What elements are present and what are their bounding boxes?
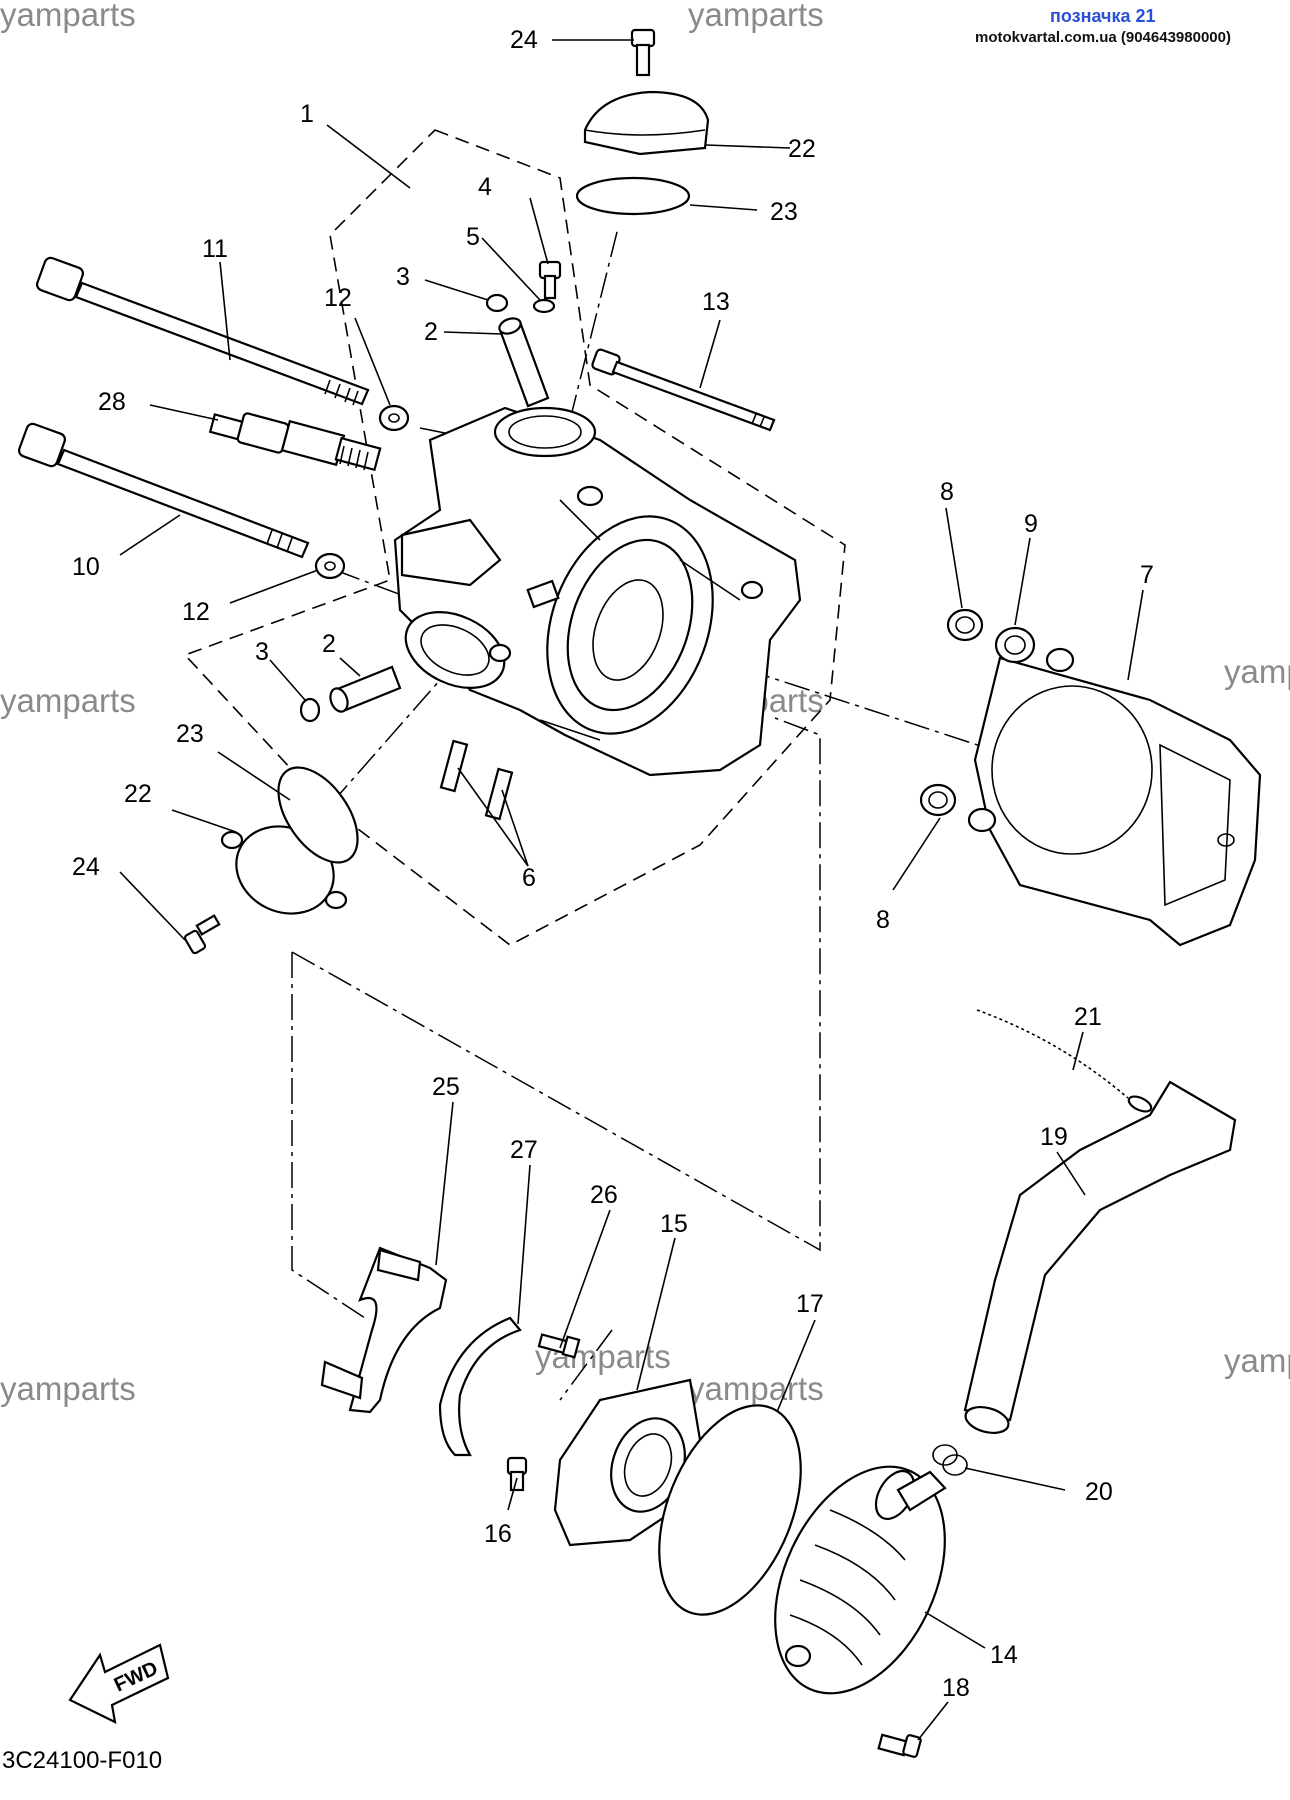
callout-label: 5: [466, 223, 480, 251]
circlip-27: [438, 1316, 522, 1457]
callout-label: 19: [1040, 1123, 1068, 1151]
watermark: yamparts: [0, 1370, 136, 1407]
gasket-23-side: [277, 766, 359, 864]
cable-tie-21: [976, 1009, 1153, 1113]
diagram-code: 3C24100-F010: [2, 1747, 162, 1774]
watermark: yamparts: [1224, 653, 1290, 690]
bolt-13: [591, 348, 776, 432]
callout-label: 16: [484, 1520, 512, 1548]
callout-label: 26: [590, 1181, 618, 1209]
callout-label: 1: [300, 100, 314, 128]
washer-12: [378, 404, 410, 432]
callout-label: 4: [478, 173, 492, 201]
gasket-23-top: [575, 176, 691, 216]
watermark: yamparts: [688, 0, 824, 33]
bolt-24-side: [183, 914, 221, 955]
spark-plug-28: [208, 412, 382, 472]
callout-label: 9: [1024, 510, 1038, 538]
callout-label: 2: [424, 318, 438, 346]
callout-label: 22: [124, 780, 152, 808]
callout-label: 3: [396, 263, 410, 291]
callout-label: 10: [72, 553, 100, 581]
callout-label: 23: [176, 720, 204, 748]
o-ring-3: [299, 697, 321, 723]
callout-label: 27: [510, 1136, 538, 1164]
callout-label: 24: [72, 853, 100, 881]
chain-lines: [291, 227, 1086, 1401]
callout-label: 17: [796, 1290, 824, 1318]
callout-label: 13: [702, 288, 730, 316]
callout-label: 2: [322, 630, 336, 658]
callout-label: 28: [98, 388, 126, 416]
bolt-4: [538, 260, 562, 300]
bolt-10: [17, 422, 310, 559]
callout-label: 20: [1085, 1478, 1113, 1506]
dowel-pin-2: [329, 665, 402, 713]
badge-subtitle: motokvartal.com.ua (904643980000): [975, 29, 1231, 46]
bolt-24-top: [630, 28, 656, 77]
callout-numbers: 1 24 22 23 4 5 3 2 11 12 28 10 12 13 3 2…: [72, 26, 1154, 1702]
callout-label: 18: [942, 1674, 970, 1702]
o-ring-17: [658, 1404, 802, 1616]
callout-label: 3: [255, 638, 269, 666]
callout-label: 24: [510, 26, 538, 54]
bolt-26: [537, 1333, 581, 1359]
washer-5: [532, 298, 556, 314]
cover-14: [774, 1465, 947, 1695]
callout-label: 14: [990, 1641, 1018, 1669]
watermark: yamparts: [0, 682, 136, 719]
callout-label: 6: [522, 864, 536, 892]
fwd-arrow-icon: FWD: [68, 1643, 170, 1724]
head-gasket-7: [967, 647, 1262, 947]
watermark: yamparts: [688, 1370, 824, 1407]
badge-title: позначка 21: [1050, 6, 1156, 26]
callout-label: 25: [432, 1073, 460, 1101]
leader-lines: [119, 39, 1144, 1741]
watermark: yamparts: [0, 0, 136, 33]
bolt-16: [506, 1456, 528, 1492]
plate-25: [320, 1246, 448, 1414]
o-ring-3: [485, 293, 509, 313]
collar-8: [946, 608, 984, 642]
watermark: yamparts: [1224, 1342, 1290, 1379]
dowel-pin-2: [498, 317, 550, 408]
callout-label: 23: [770, 198, 798, 226]
stud-6: [439, 739, 514, 821]
hose-19: [963, 1080, 1237, 1435]
cap-22-top: [583, 90, 710, 156]
callout-label: 12: [182, 598, 210, 626]
assembly-outline: [183, 129, 846, 946]
collar-9: [994, 626, 1036, 664]
cylinder-head: [393, 406, 802, 777]
callout-label: 11: [202, 235, 228, 263]
callout-label: 8: [940, 478, 954, 506]
collar-8: [919, 783, 957, 817]
bolt-11: [35, 256, 370, 406]
callout-label: 7: [1140, 561, 1154, 589]
washer-12: [314, 552, 346, 580]
clip-20: [932, 1444, 968, 1476]
callout-label: 12: [324, 284, 352, 312]
callout-label: 8: [876, 906, 890, 934]
bolt-18: [877, 1733, 922, 1758]
callout-label: 22: [788, 135, 816, 163]
callout-label: 15: [660, 1210, 688, 1238]
callout-label: 21: [1074, 1003, 1102, 1031]
